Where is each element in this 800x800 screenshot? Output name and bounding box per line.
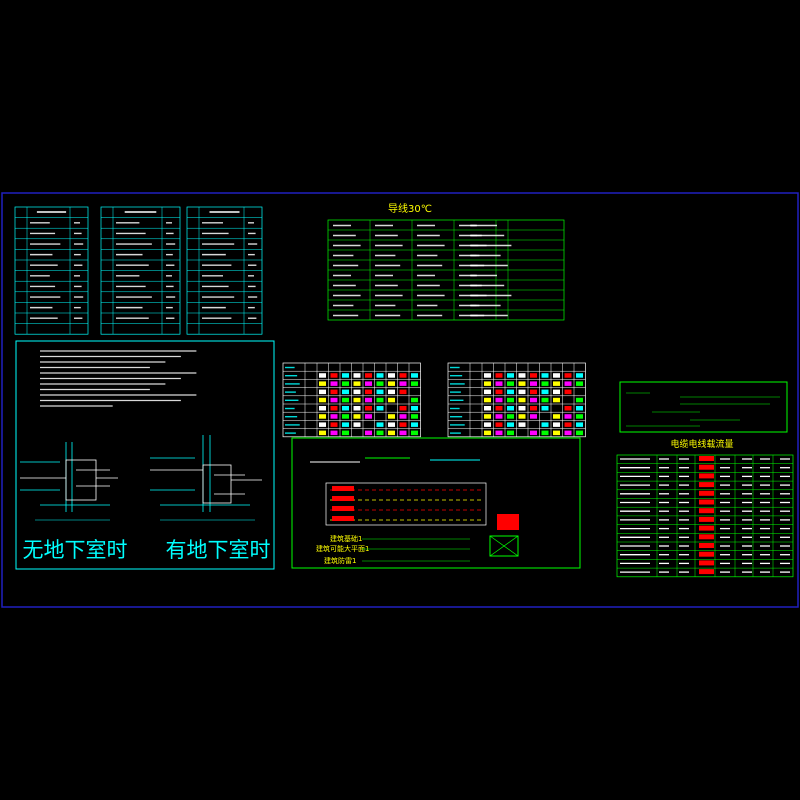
label-no-basement: 无地下室时 xyxy=(23,538,128,562)
wire-table xyxy=(327,219,565,321)
label-with-basement: 有地下室时 xyxy=(166,538,271,562)
legend-label-1: 建筑基础1 xyxy=(330,534,362,543)
detail-no-basement xyxy=(20,442,118,512)
route-lines xyxy=(310,457,487,526)
sheet-frame xyxy=(1,192,799,608)
legend-label-2: 建筑可能大平面1 xyxy=(316,544,369,553)
symbol-tables xyxy=(14,206,263,335)
red-symbol xyxy=(497,514,519,530)
device-symbol xyxy=(489,535,519,557)
wire-table-group: 导线30℃ xyxy=(327,202,565,321)
legend-label-3: 建筑防雷1 xyxy=(324,556,356,565)
cable-matrix-left xyxy=(282,362,421,438)
notes-block xyxy=(40,350,197,407)
grounding-detail-panel: 无地下室时 有地下室时 xyxy=(15,340,275,570)
cable-table-group: 电缆电线载流量 xyxy=(616,438,794,578)
note-box-right xyxy=(619,381,788,433)
cable-table xyxy=(616,454,794,578)
routing-panel: 建筑基础1 建筑可能大平面1 建筑防雷1 xyxy=(291,437,581,569)
wire-table-title: 导线30℃ xyxy=(388,202,432,215)
detail-with-basement xyxy=(150,435,262,512)
cable-matrix-right xyxy=(447,362,586,438)
cable-table-title: 电缆电线载流量 xyxy=(670,438,733,450)
